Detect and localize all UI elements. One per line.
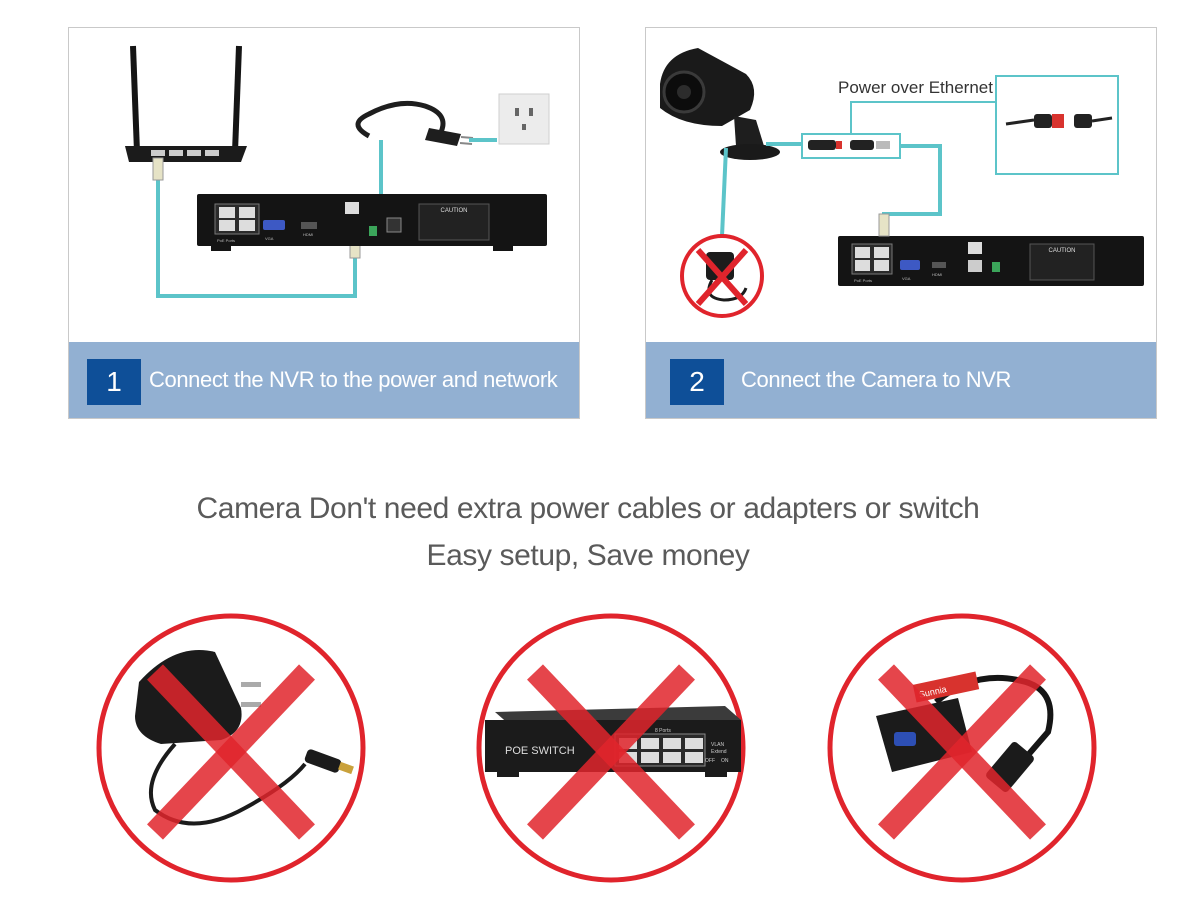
poe-switch-vlan-label: VLAN [711, 742, 724, 748]
poe-switch-off-label: OFF [705, 758, 715, 764]
nvr-vga-label: VGA [902, 276, 911, 281]
forbidden-adapter-icon [680, 234, 764, 318]
step1-panel: CAUTION PoE Ports VGA HDMI 1 Connect the… [68, 27, 580, 419]
poe-switch-on-label: ON [721, 758, 729, 764]
poe-switch-extend-label: Extend [711, 749, 727, 755]
nvr-poe-ports-label: PoE Ports [854, 278, 872, 283]
rj45-plug-icon [878, 213, 890, 237]
poe-label: Power over Ethernet [838, 78, 993, 97]
step2-caption: Connect the Camera to NVR [741, 367, 1012, 392]
step1-caption: Connect the NVR to the power and network [149, 367, 558, 392]
nvr-hdmi-label: HDMI [303, 232, 313, 237]
bullet-camera-icon [660, 48, 780, 160]
nvr-caution-label: CAUTION [1049, 248, 1076, 254]
no-power-adapter [96, 613, 366, 883]
nvr-device-icon: CAUTION PoE Ports VGA HDMI [838, 236, 1144, 286]
camera-poe-illustration: Power over Ethernet [660, 48, 1144, 318]
rj45-plug-icon [152, 157, 164, 181]
nvr-network-illustration: CAUTION PoE Ports VGA HDMI [125, 45, 550, 298]
nvr-hdmi-label: HDMI [932, 272, 942, 277]
nvr-caution-label: CAUTION [441, 208, 468, 214]
tagline-line2: Easy setup, Save money [426, 539, 750, 572]
tagline-line1: Camera Don't need extra power cables or … [196, 492, 980, 525]
nvr-device-icon: CAUTION PoE Ports VGA HDMI [197, 194, 547, 251]
step2-number-badge: 2 [670, 359, 724, 405]
poe-plug-closeup-icon [1005, 114, 1113, 128]
poe-connector-icon [808, 140, 890, 150]
poe-switch-label: POE SWITCH [505, 745, 575, 757]
nvr-vga-label: VGA [265, 236, 274, 241]
poe-switch-ports-label: 8 Ports [655, 728, 671, 734]
step1-number-badge: 1 [87, 359, 141, 405]
no-hdmi-vga-adapter: Sunnia [827, 613, 1097, 883]
router-icon [125, 45, 247, 162]
power-cord-icon [355, 100, 474, 146]
wall-socket-icon [498, 93, 550, 145]
step2-banner: 2 Connect the Camera to NVR [646, 342, 1156, 418]
step1-banner: 1 Connect the NVR to the power and netwo… [69, 342, 579, 418]
nvr-poe-ports-label: PoE Ports [217, 238, 235, 243]
step2-panel: Power over Ethernet [645, 27, 1157, 419]
no-poe-switch: POE SWITCH 8 Ports VLAN Extend OFF ON [476, 613, 746, 883]
